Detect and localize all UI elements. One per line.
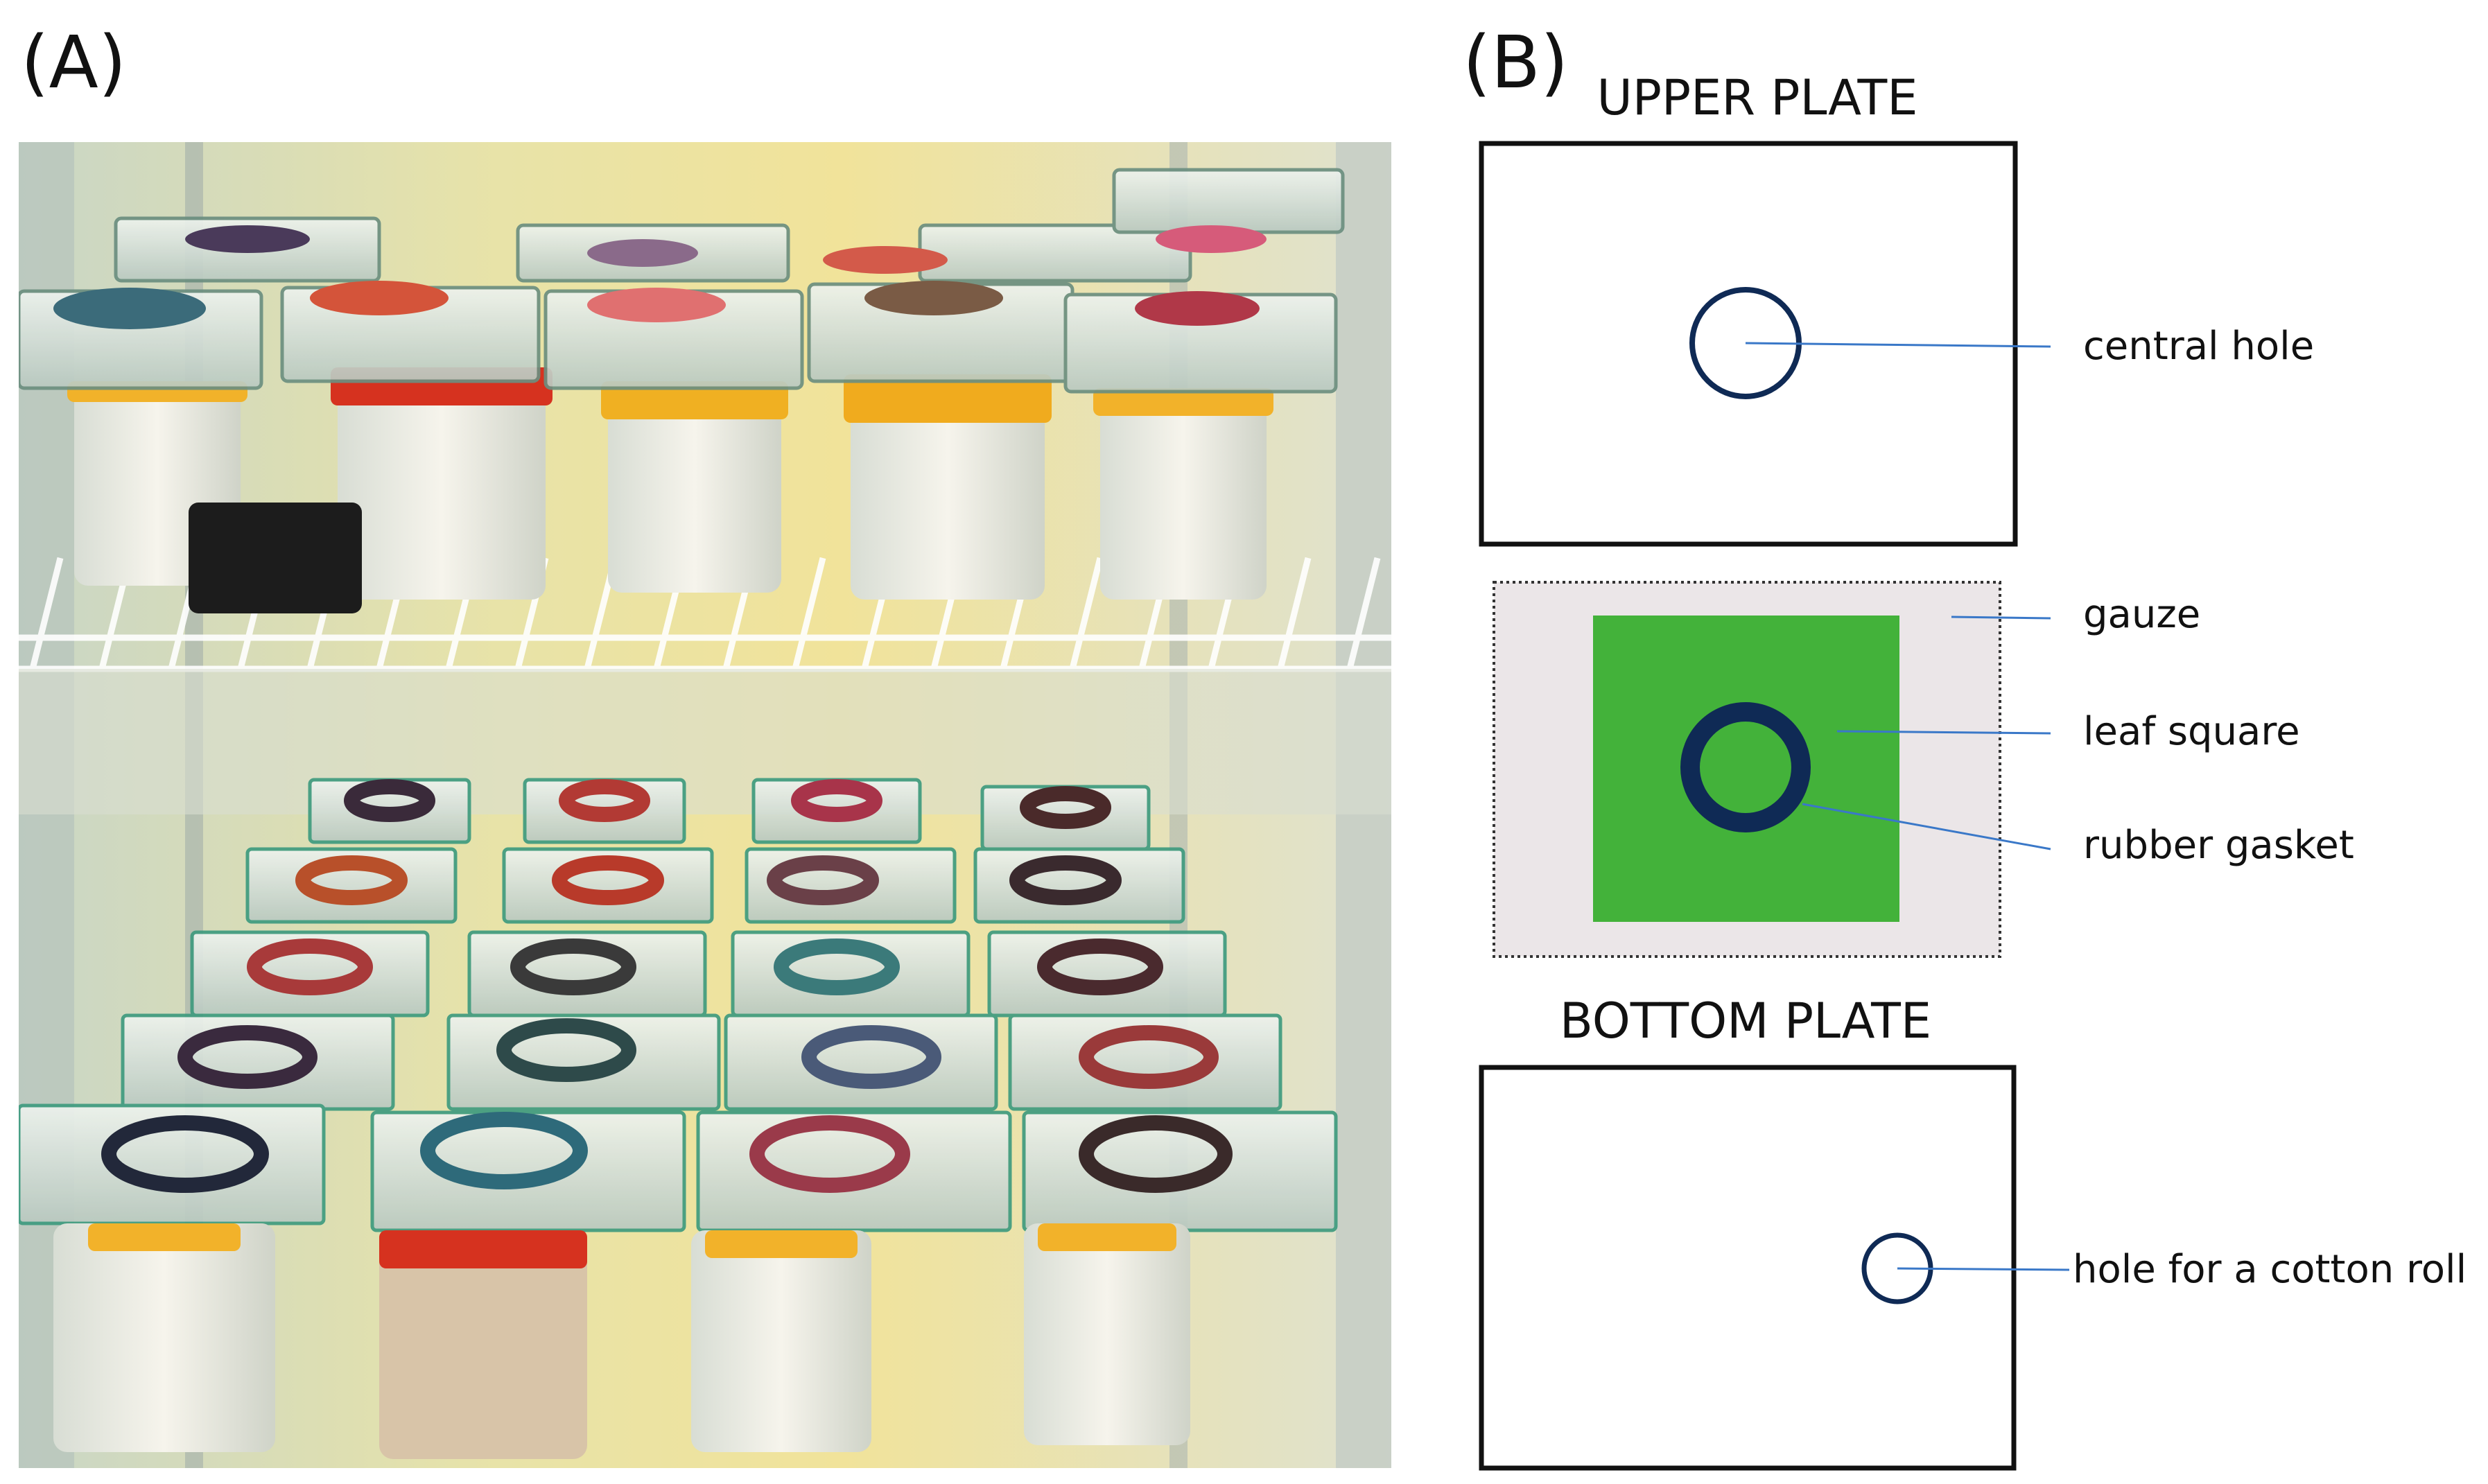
gauze-label: gauze	[2083, 592, 2200, 637]
upper-cups	[67, 367, 1273, 613]
rubber-gasket-leader	[1802, 803, 2051, 850]
rubber-gasket-label: rubber gasket	[2083, 823, 2354, 868]
lower-cups	[53, 1223, 1190, 1459]
panel-label-a: (A)	[21, 20, 127, 105]
bottom-plate	[1479, 1065, 2017, 1471]
leaf-square	[1593, 616, 1899, 922]
gauze-leader	[1951, 616, 2051, 620]
leaf-square-label: leaf square	[2083, 709, 2300, 754]
lower-gaskets	[101, 779, 1233, 1193]
bottom-plate-title: BOTTOM PLATE	[1560, 993, 1931, 1049]
cotton-roll-hole	[1861, 1232, 1933, 1304]
photo-plate-sandwiches	[19, 142, 1391, 1468]
leaf-square-leader	[1836, 730, 2051, 735]
cotton-roll-hole-leader	[1897, 1267, 2070, 1271]
upper-plate-title: UPPER PLATE	[1597, 69, 1917, 126]
gauze	[1493, 581, 2001, 958]
cotton-roll-hole-label: hole for a cotton roll	[2073, 1247, 2467, 1292]
central-hole-leader	[1745, 342, 2051, 348]
central-hole	[1689, 287, 1802, 399]
rubber-gasket	[1680, 702, 1811, 832]
upper-gaskets	[53, 225, 1267, 329]
panel-label-b: (B)	[1463, 20, 1569, 105]
upper-plate	[1479, 141, 2018, 547]
central-hole-label: central hole	[2083, 324, 2314, 369]
